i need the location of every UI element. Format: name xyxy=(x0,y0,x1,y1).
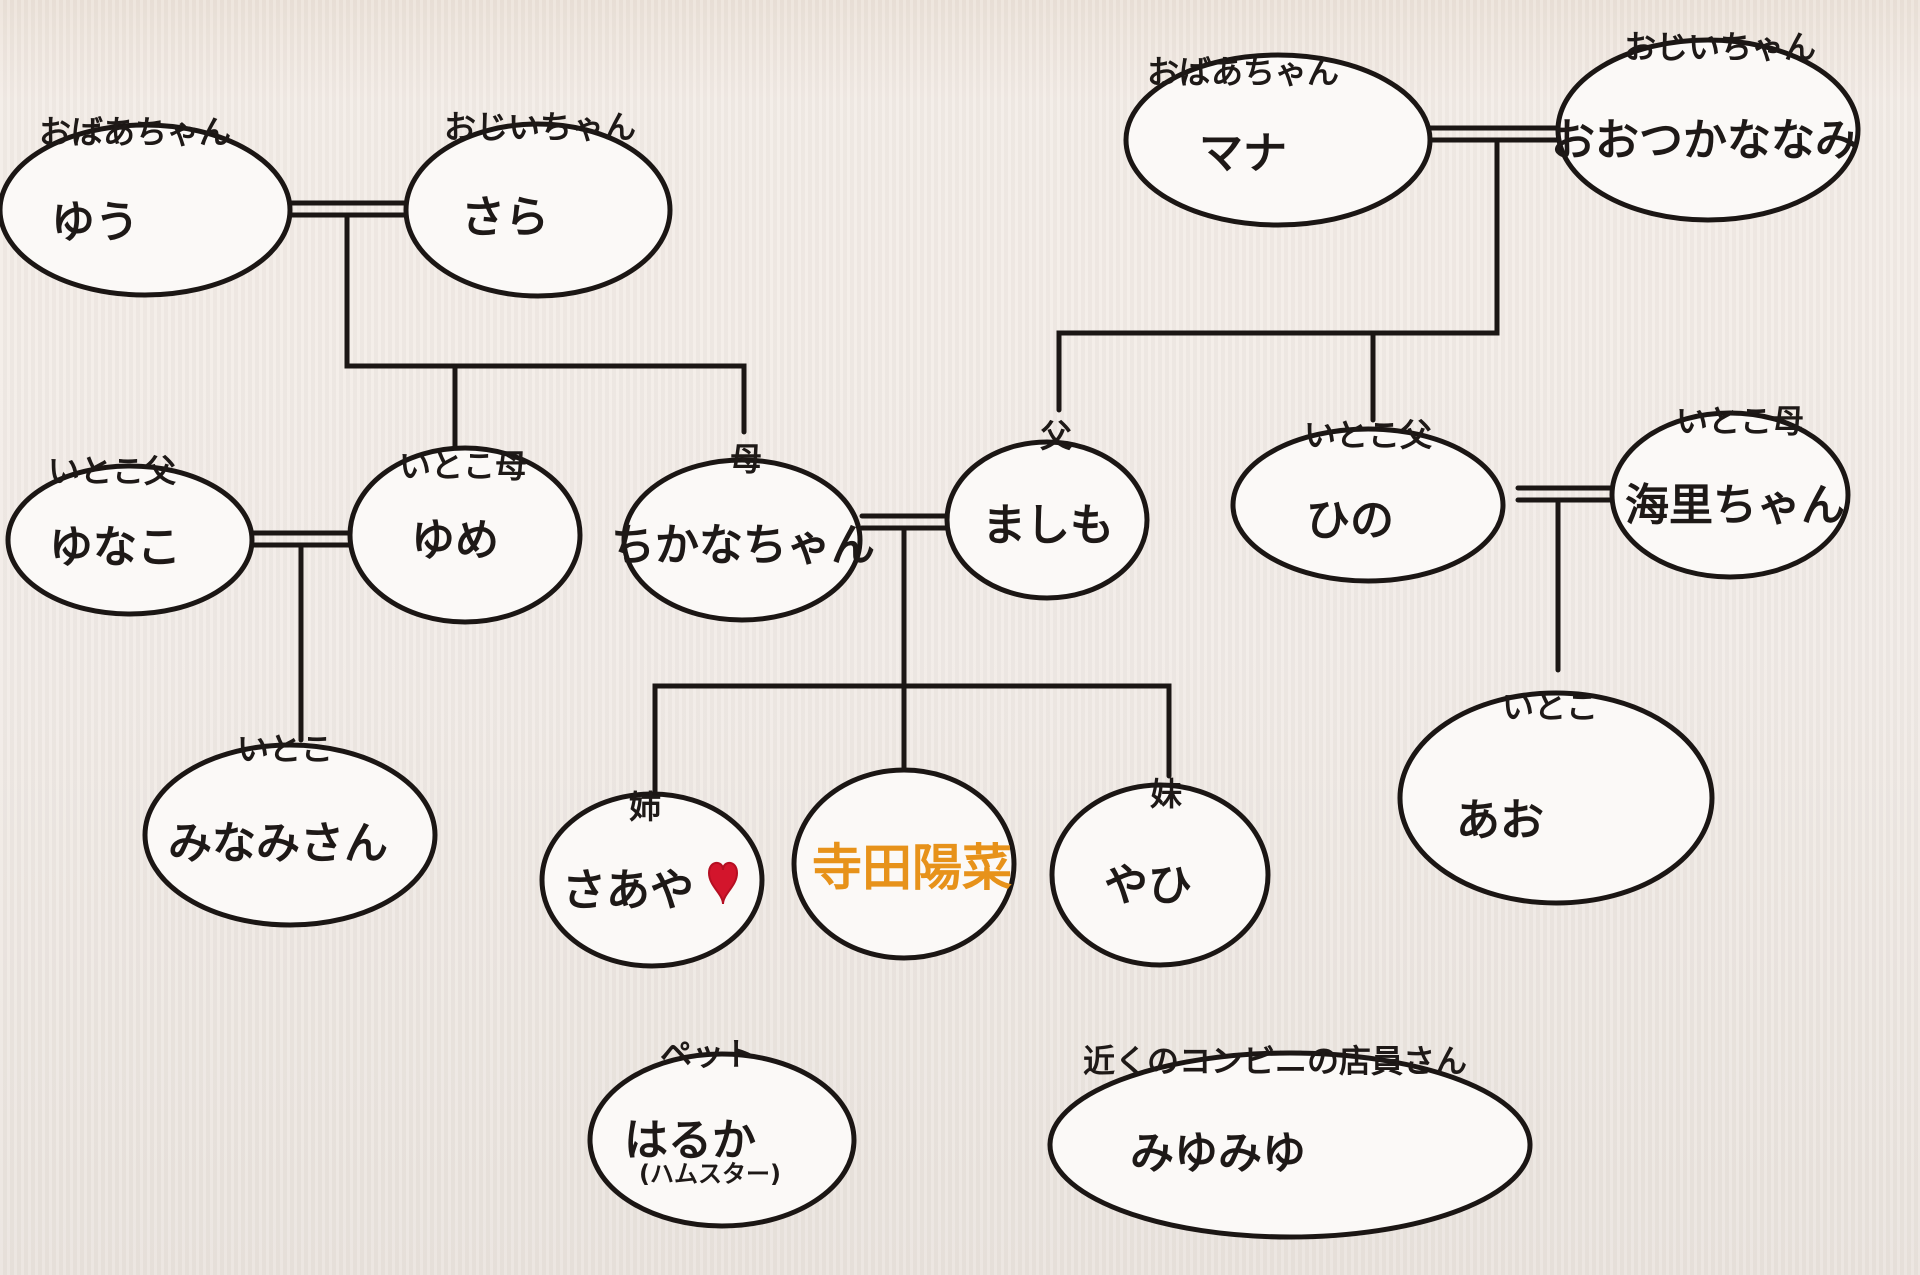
node-outline xyxy=(347,445,583,625)
person-name: はるか xyxy=(624,1115,756,1166)
node-clerk: 近くのコンビニの店員さん みゆみゆ xyxy=(1047,1042,1533,1240)
relation-label: いとこ xyxy=(1502,688,1598,726)
node-outline xyxy=(587,1051,857,1229)
descent-line xyxy=(1056,137,1500,413)
relation-label: いとこ xyxy=(237,730,333,768)
person-name: ゆめ xyxy=(411,515,499,566)
person-name: ましも xyxy=(982,500,1114,551)
node-older-sister: 姉 さあや xyxy=(539,788,765,969)
relation-label: 姉 xyxy=(629,788,661,826)
relation-label: ペット xyxy=(660,1035,756,1073)
person-name: さあや xyxy=(562,865,694,916)
node-cousin-mother-left: いとこ母 ゆめ xyxy=(347,445,583,625)
relation-label: おじいちゃん xyxy=(1624,28,1816,66)
relation-label: 父 xyxy=(1040,417,1072,455)
relation-label: 妹 xyxy=(1150,775,1182,813)
node-outline xyxy=(1049,782,1271,968)
node-self: 寺田陽菜 xyxy=(791,767,1017,961)
person-name: さら xyxy=(461,192,549,243)
person-name: あお xyxy=(1456,795,1544,846)
person-name: 寺田陽菜 xyxy=(812,839,1012,897)
relation-label: おじいちゃん xyxy=(444,108,636,146)
person-name: ちかなちゃん xyxy=(611,520,875,571)
node-outline xyxy=(142,742,438,928)
node-cousin-right: いとこ あお xyxy=(1397,688,1715,906)
relation-label: 母 xyxy=(730,440,762,478)
node-younger-sister: 妹 やひ xyxy=(1049,775,1271,968)
person-name: みゆみゆ xyxy=(1130,1128,1306,1179)
node-top-right-grandma: おばあちゃん マナ xyxy=(1123,52,1433,228)
node-outline xyxy=(944,439,1150,601)
node-cousin-father-right: いとこ父 ひの xyxy=(1230,416,1506,584)
node-outline xyxy=(5,463,255,617)
relation-label: おばあちゃん xyxy=(1147,53,1339,91)
node-mother: 母 ちかなちゃん xyxy=(611,440,875,623)
descent-line xyxy=(652,683,1172,811)
person-name: 海里ちゃん xyxy=(1625,480,1845,531)
heart-icon xyxy=(707,861,739,905)
person-name: ゆう xyxy=(51,197,139,248)
person-name: ゆなこ xyxy=(49,522,181,573)
node-cousin-left: いとこ みなみさん xyxy=(142,730,438,928)
node-top-left-grandma: おばあちゃん ゆう xyxy=(0,113,293,298)
connector-lines xyxy=(245,125,1615,811)
node-cousin-mother-right: いとこ母 海里ちゃん xyxy=(1609,402,1851,580)
node-cousin-father-left: いとこ父 ゆなこ xyxy=(5,452,255,617)
person-name: ひの xyxy=(1306,495,1394,546)
relation-label: いとこ母 xyxy=(399,447,527,485)
node-outline xyxy=(0,122,293,298)
relation-label: 近くのコンビニの店員さん xyxy=(1083,1042,1467,1080)
node-outline xyxy=(1123,52,1433,228)
node-outline xyxy=(403,121,673,299)
node-top-left-grandpa: おじいちゃん さら xyxy=(403,108,673,299)
relation-label: いとこ父 xyxy=(1304,416,1432,454)
relation-label: おばあちゃん xyxy=(39,113,231,151)
pet-note: (ハムスター) xyxy=(639,1160,781,1188)
person-name: おおつかななみ xyxy=(1551,115,1859,166)
node-outline xyxy=(1397,690,1715,906)
node-outline xyxy=(1609,410,1851,580)
person-name: マナ xyxy=(1199,128,1287,179)
node-father: 父 ましも xyxy=(944,417,1150,601)
relation-label: いとこ父 xyxy=(48,452,176,490)
relation-label: いとこ母 xyxy=(1676,402,1804,440)
node-outline xyxy=(1230,426,1506,584)
node-outline xyxy=(539,791,765,969)
person-name: みなみさん xyxy=(168,818,388,869)
node-outline xyxy=(791,767,1017,961)
descent-line xyxy=(344,212,747,435)
node-outline xyxy=(1555,37,1861,223)
person-name: やひ xyxy=(1104,860,1192,911)
node-top-right-grandpa: おじいちゃん おおつかななみ xyxy=(1551,28,1861,223)
node-pet: ペット はるか (ハムスター) xyxy=(587,1035,857,1229)
node-outline xyxy=(621,457,863,623)
node-outline xyxy=(1047,1050,1533,1240)
